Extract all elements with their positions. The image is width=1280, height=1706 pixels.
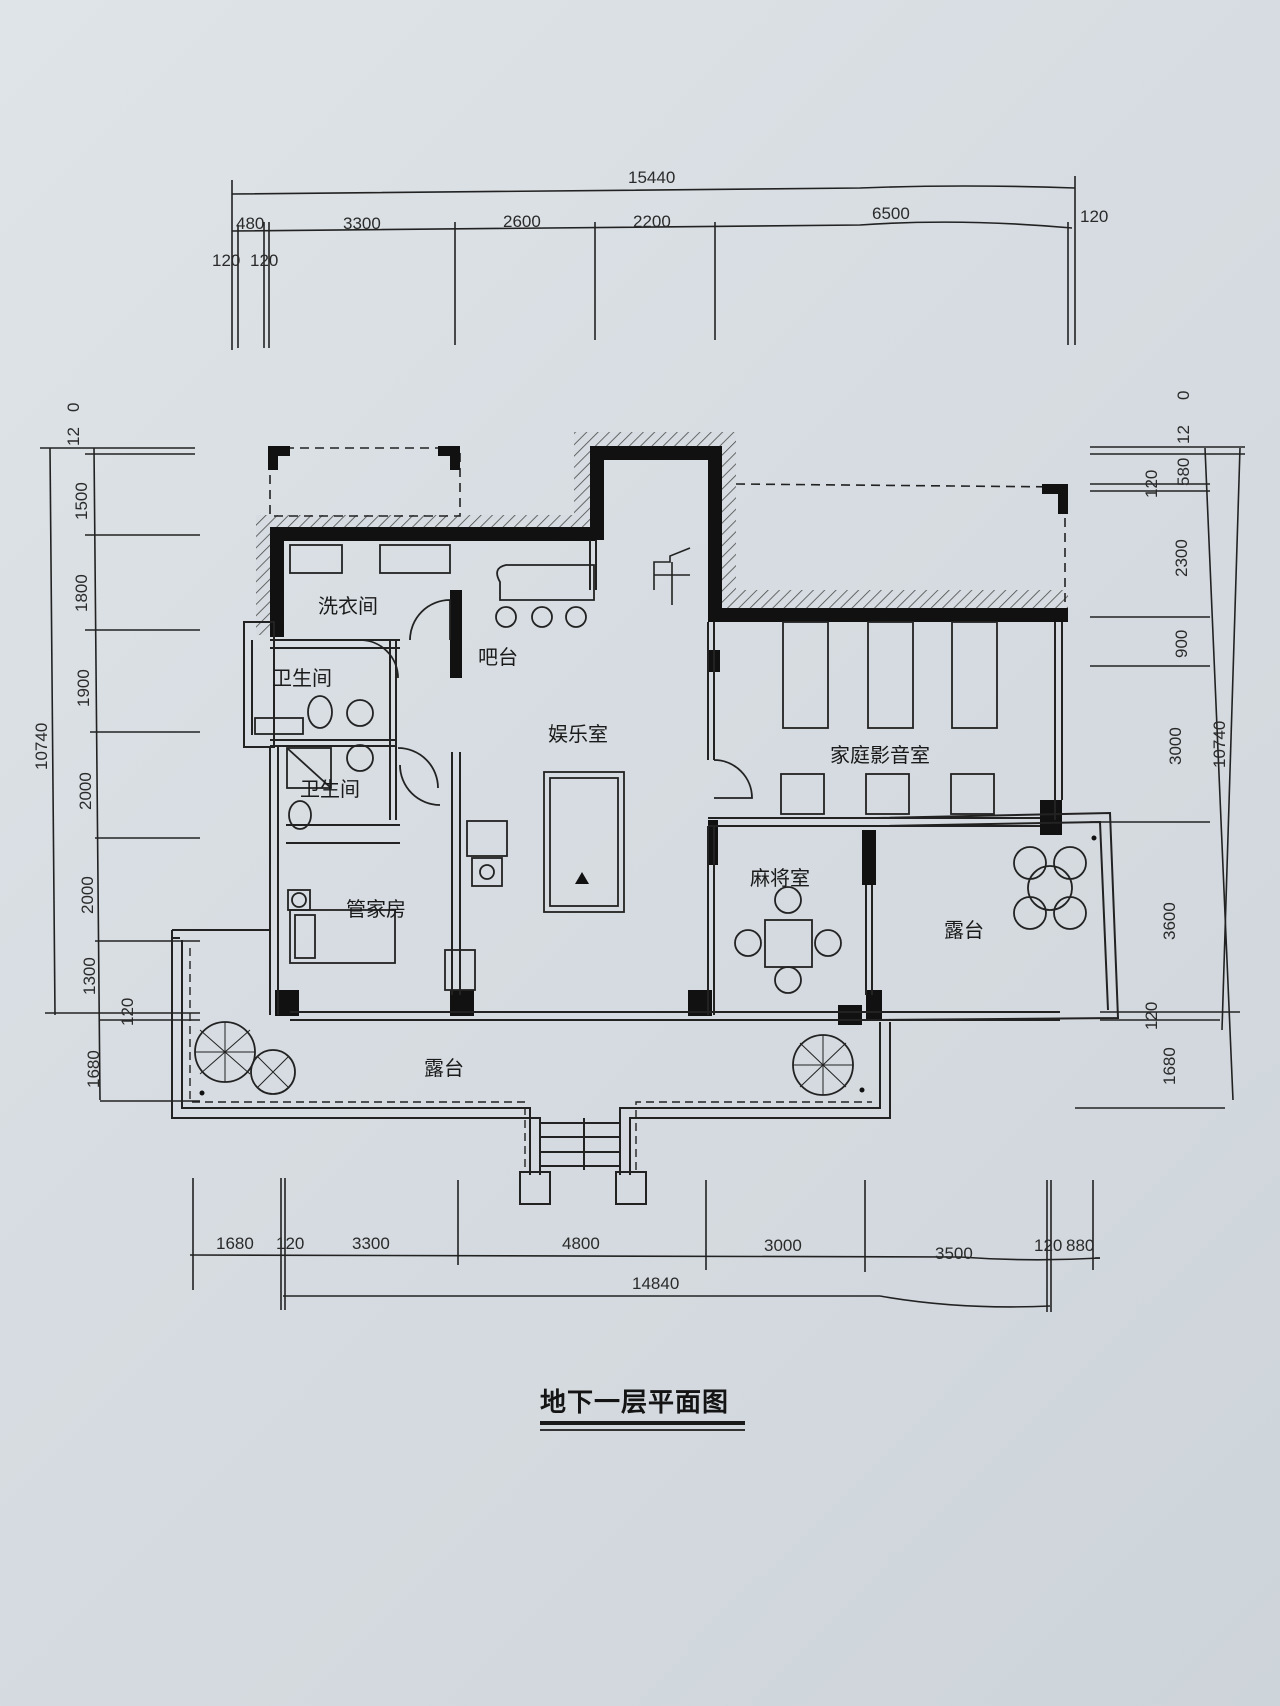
dim-right-seg-900: 900 xyxy=(1172,629,1191,658)
dim-bottom-seg-7: 120 xyxy=(1034,1236,1063,1255)
room-label-laundry: 洗衣间 xyxy=(318,594,378,618)
room-label-mahjong: 麻将室 xyxy=(750,866,810,890)
retaining-wall-hatch xyxy=(256,432,1068,635)
dim-right-seg-3600: 3600 xyxy=(1160,902,1179,940)
dim-right-seg-120b: 120 xyxy=(1142,1001,1161,1030)
dim-right-top-0: 0 xyxy=(1174,390,1193,400)
terrace-dashed-edges xyxy=(189,948,872,1170)
light-well-corners xyxy=(268,446,1068,514)
title-underline xyxy=(540,1421,745,1425)
dim-left-seg-6: 1300 xyxy=(80,957,99,995)
dim-left-seg-5: 2000 xyxy=(78,876,97,914)
dim-left-top-12: 12 xyxy=(64,427,83,446)
dim-left-overall: 10740 xyxy=(32,722,51,770)
dim-top-seg-4: 2200 xyxy=(633,212,671,231)
right-dimension-lines xyxy=(1075,446,1245,1109)
dim-bottom-overall: 14840 xyxy=(632,1274,680,1293)
staircase xyxy=(653,547,691,605)
dim-top-seg-2: 3300 xyxy=(343,214,381,233)
room-label-terrace-south: 露台 xyxy=(424,1056,464,1080)
left-dimension-lines xyxy=(40,447,200,1102)
room-label-bar: 吧台 xyxy=(478,645,518,669)
dim-bottom-seg-1: 1680 xyxy=(216,1234,254,1253)
dim-bottom-seg-4: 4800 xyxy=(562,1234,600,1253)
dim-top-seg-3: 2600 xyxy=(503,212,541,231)
dim-top-seg-5: 6500 xyxy=(872,204,910,223)
dim-bottom-seg-5: 3000 xyxy=(764,1236,802,1255)
dim-top-offset-1: 120 xyxy=(212,251,241,270)
plant-leaves xyxy=(195,1022,853,1095)
dim-right-seg-120: 120 xyxy=(1142,469,1161,498)
dim-bottom-seg-3: 3300 xyxy=(352,1234,390,1253)
room-label-bathroom-2: 卫生间 xyxy=(300,777,360,801)
room-label-bathroom-1: 卫生间 xyxy=(272,666,332,690)
dim-top-seg-1: 480 xyxy=(236,214,265,233)
dim-right-seg-2300: 2300 xyxy=(1172,539,1191,577)
dim-right-seg-1680: 1680 xyxy=(1160,1047,1179,1085)
dim-left-seg-1: 1500 xyxy=(72,482,91,520)
room-label-butler-room: 管家房 xyxy=(346,897,406,921)
dim-bottom-seg-2: 120 xyxy=(276,1234,305,1253)
bottom-dimension-lines xyxy=(189,1178,1101,1312)
dim-left-seg-7: 120 xyxy=(118,997,137,1026)
dim-left-seg-3: 1900 xyxy=(74,669,93,707)
markers xyxy=(199,835,1097,1096)
structural-walls xyxy=(270,446,1068,1025)
dim-top-right-offset: 120 xyxy=(1080,207,1109,226)
partition-walls xyxy=(171,540,1120,1205)
dim-bottom-seg-6: 3500 xyxy=(935,1244,973,1263)
room-label-home-theater: 家庭影音室 xyxy=(830,743,930,767)
light-well-outlines xyxy=(269,447,1066,608)
dim-left-seg-4: 2000 xyxy=(76,772,95,810)
dim-bottom-seg-8: 880 xyxy=(1066,1236,1095,1255)
dim-right-overall: 10740 xyxy=(1210,720,1229,768)
dim-right-seg-580: 580 xyxy=(1174,457,1193,486)
dim-top-overall: 15440 xyxy=(628,168,676,187)
room-label-terrace-east: 露台 xyxy=(944,918,984,942)
title-underline-thin xyxy=(540,1429,745,1431)
furniture xyxy=(194,544,1087,1096)
dim-left-seg-2: 1800 xyxy=(72,574,91,612)
dim-left-top-0: 0 xyxy=(64,402,83,412)
drawing-title: 地下一层平面图 xyxy=(540,1388,730,1418)
dim-left-seg-8: 1680 xyxy=(84,1050,103,1088)
door-swings xyxy=(359,599,753,806)
top-dimension-lines xyxy=(231,176,1076,350)
room-label-entertainment: 娱乐室 xyxy=(548,722,608,746)
dim-right-seg-3000: 3000 xyxy=(1166,727,1185,765)
dim-top-offset-2: 120 xyxy=(250,251,279,270)
dim-right-top-12: 12 xyxy=(1174,425,1193,444)
